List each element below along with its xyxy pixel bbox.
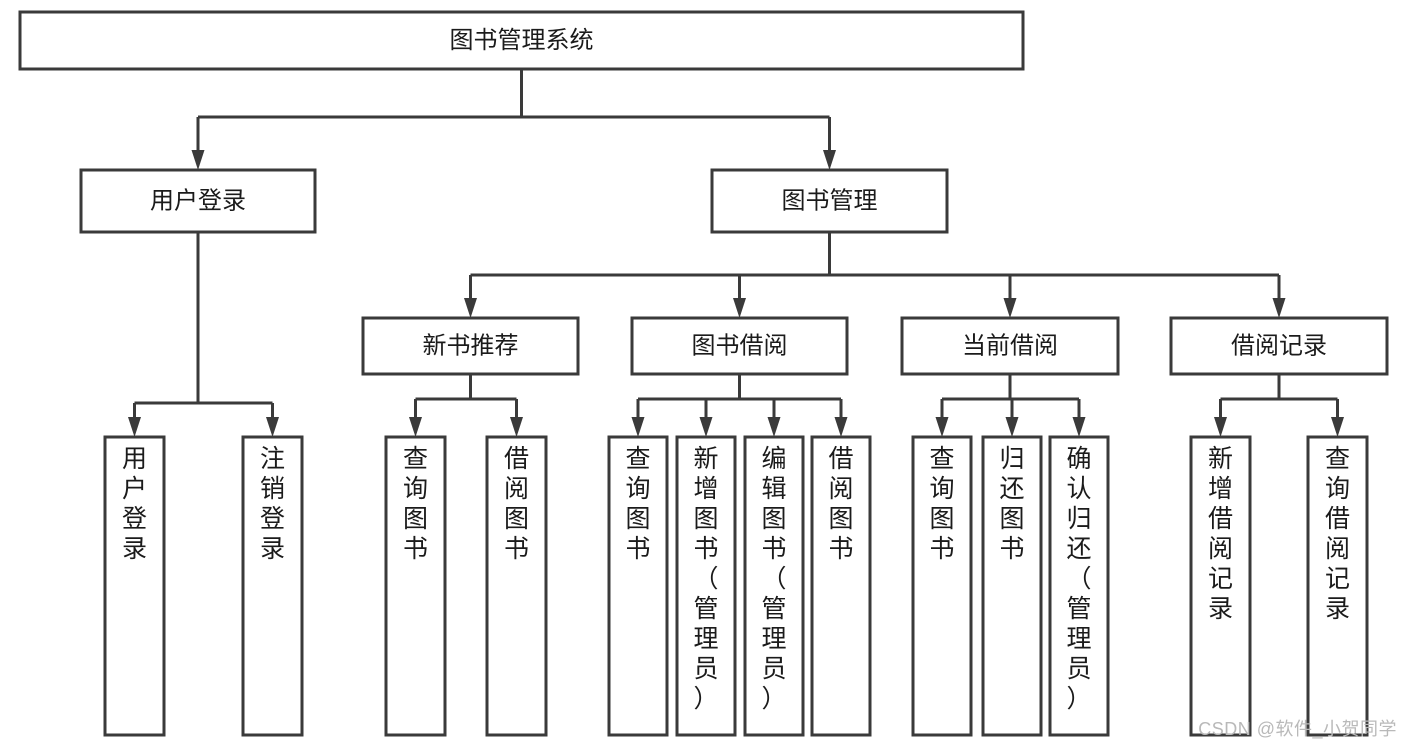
node-box	[1048, 435, 1110, 737]
connector-group-new-book-recommend	[409, 374, 523, 437]
node-current-borrow[interactable]: 当前借阅	[900, 316, 1120, 376]
node-box	[361, 316, 580, 376]
node-label: 确认归还（管理员）	[1066, 445, 1091, 713]
arrow-head-icon	[409, 417, 422, 437]
node-leaf-user-logout[interactable]: 注销登录	[241, 435, 304, 737]
connector-layer	[128, 69, 1344, 437]
arrow-head-icon	[631, 417, 645, 437]
arrow-head-icon	[510, 417, 523, 437]
node-box	[485, 435, 548, 737]
connector-group-book-borrow	[631, 374, 848, 437]
node-label: 图书管理	[782, 187, 878, 214]
node-leaf-query-book-1[interactable]: 查询图书	[384, 435, 447, 737]
node-leaf-edit-book[interactable]: 编辑图书（管理员）	[743, 435, 805, 737]
node-label: 编辑图书（管理员）	[761, 445, 786, 713]
connector-group-current-borrow	[935, 374, 1086, 437]
node-label: 新书推荐	[423, 332, 519, 359]
node-box	[630, 316, 849, 376]
node-label: 当前借阅	[962, 332, 1058, 359]
connector-group-user-login	[128, 232, 279, 437]
node-box	[1189, 435, 1252, 737]
node-new-book-recommend[interactable]: 新书推荐	[361, 316, 580, 376]
node-leaf-query-record[interactable]: 查询借阅记录	[1306, 435, 1369, 737]
node-root[interactable]: 图书管理系统	[18, 10, 1025, 71]
node-box	[900, 316, 1120, 376]
node-leaf-add-record[interactable]: 新增借阅记录	[1189, 435, 1252, 737]
node-box	[911, 435, 973, 737]
node-label: 注销登录	[260, 445, 285, 563]
node-leaf-borrow-book-2[interactable]: 借阅图书	[810, 435, 872, 737]
node-box	[810, 435, 872, 737]
node-label: 用户登录	[122, 445, 147, 563]
arrow-head-icon	[191, 150, 205, 170]
node-label: 借阅图书	[828, 445, 853, 563]
node-box	[743, 435, 805, 737]
node-label: 查询图书	[929, 445, 954, 563]
node-label: 查询图书	[625, 445, 650, 563]
node-label: 查询借阅记录	[1325, 445, 1350, 623]
arrow-head-icon	[1331, 417, 1344, 437]
node-book-manage[interactable]: 图书管理	[710, 168, 949, 234]
node-leaf-borrow-book-1[interactable]: 借阅图书	[485, 435, 548, 737]
arrow-head-icon	[1003, 298, 1017, 318]
node-box	[1169, 316, 1389, 376]
node-label: 查询图书	[403, 445, 428, 563]
node-label: 图书管理系统	[450, 27, 594, 54]
node-leaf-confirm-return[interactable]: 确认归还（管理员）	[1048, 435, 1110, 737]
node-leaf-add-book[interactable]: 新增图书（管理员）	[675, 435, 737, 737]
node-leaf-user-login[interactable]: 用户登录	[103, 435, 166, 737]
node-box	[241, 435, 304, 737]
arrow-head-icon	[699, 417, 713, 437]
node-leaf-query-book-2[interactable]: 查询图书	[607, 435, 669, 737]
connector-group-root	[191, 69, 836, 170]
node-borrow-record[interactable]: 借阅记录	[1169, 316, 1389, 376]
node-label: 借阅记录	[1231, 332, 1327, 359]
arrow-head-icon	[1005, 417, 1019, 437]
arrow-head-icon	[1072, 417, 1086, 437]
node-box	[981, 435, 1043, 737]
node-box	[79, 168, 317, 234]
arrow-head-icon	[128, 417, 141, 437]
arrow-head-icon	[935, 417, 949, 437]
node-box	[384, 435, 447, 737]
node-box	[1306, 435, 1369, 737]
node-leaf-query-book-3[interactable]: 查询图书	[911, 435, 973, 737]
node-label: 归还图书	[999, 445, 1024, 563]
arrow-head-icon	[266, 417, 279, 437]
connector-group-borrow-record	[1214, 374, 1344, 437]
arrow-head-icon	[1272, 298, 1286, 318]
node-book-borrow[interactable]: 图书借阅	[630, 316, 849, 376]
node-label: 新增借阅记录	[1208, 445, 1233, 623]
node-user-login[interactable]: 用户登录	[79, 168, 317, 234]
node-label: 图书借阅	[692, 332, 788, 359]
arrow-head-icon	[834, 417, 848, 437]
node-box	[675, 435, 737, 737]
connector-group-book-manage	[464, 232, 1286, 318]
node-label: 借阅图书	[504, 445, 529, 563]
arrow-head-icon	[464, 298, 477, 318]
node-label: 新增图书（管理员）	[693, 445, 718, 713]
node-box	[710, 168, 949, 234]
arrow-head-icon	[1214, 417, 1227, 437]
node-box	[103, 435, 166, 737]
arrow-head-icon	[733, 298, 746, 318]
node-box	[18, 10, 1025, 71]
node-label: 用户登录	[150, 187, 246, 214]
csdn-watermark: CSDN @软件_小贺同学	[1198, 719, 1397, 739]
node-leaf-return-book[interactable]: 归还图书	[981, 435, 1043, 737]
arrow-head-icon	[767, 417, 781, 437]
node-layer: 图书管理系统用户登录图书管理新书推荐图书借阅当前借阅借阅记录用户登录注销登录查询…	[18, 10, 1389, 737]
node-box	[607, 435, 669, 737]
arrow-head-icon	[823, 150, 836, 170]
